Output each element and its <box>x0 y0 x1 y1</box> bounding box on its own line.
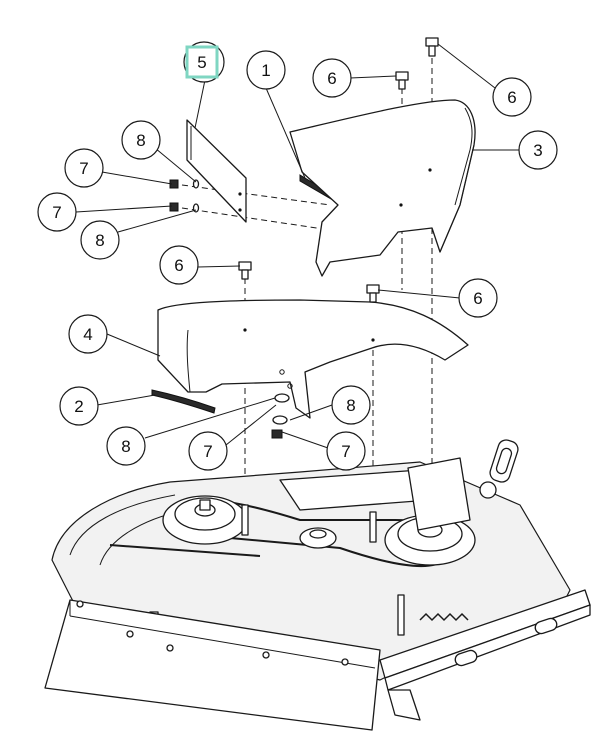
front-rail <box>379 589 591 721</box>
callout-4[interactable]: 4 <box>68 314 108 354</box>
svg-text:6: 6 <box>327 69 336 88</box>
rear-guard <box>44 599 381 731</box>
left-pulley <box>162 495 248 545</box>
callout-6-mid-right[interactable]: 6 <box>458 278 498 318</box>
svg-text:6: 6 <box>174 256 183 275</box>
right-pulley <box>384 514 476 566</box>
svg-text:8: 8 <box>346 396 355 415</box>
lift-bracket <box>407 439 519 531</box>
idler-pulley <box>299 527 337 549</box>
bolt-6-mid-left <box>238 261 252 280</box>
callout-7-lower-left[interactable]: 7 <box>188 431 228 471</box>
svg-text:8: 8 <box>121 437 130 456</box>
leader-lines <box>75 43 520 449</box>
svg-text:4: 4 <box>83 325 92 344</box>
callout-3[interactable]: 3 <box>518 130 558 170</box>
bolt-6-mid-right <box>366 284 380 303</box>
svg-text:2: 2 <box>74 397 83 416</box>
svg-text:7: 7 <box>52 203 61 222</box>
svg-text:8: 8 <box>136 131 145 150</box>
callout-7-lower-right[interactable]: 7 <box>326 431 366 471</box>
bolt-6-top-right <box>425 37 439 57</box>
svg-text:6: 6 <box>507 88 516 107</box>
callout-7-upper-a[interactable]: 7 <box>64 148 104 188</box>
callout-6-top[interactable]: 6 <box>312 58 352 98</box>
callout-6-mid-left[interactable]: 6 <box>159 245 199 285</box>
bolt-6-top <box>395 71 409 90</box>
callout-8-upper[interactable]: 8 <box>121 120 161 160</box>
callout-8-lower-right[interactable]: 8 <box>331 385 371 425</box>
callout-5[interactable]: 5 <box>183 41 225 83</box>
svg-text:7: 7 <box>341 442 350 461</box>
part-5-plate <box>186 119 247 223</box>
svg-text:6: 6 <box>473 289 482 308</box>
svg-text:5: 5 <box>197 53 206 72</box>
svg-text:1: 1 <box>261 61 270 80</box>
callout-8-lower-left[interactable]: 8 <box>106 426 146 466</box>
callout-6-top-right[interactable]: 6 <box>492 77 532 117</box>
svg-text:7: 7 <box>203 442 212 461</box>
callout-2[interactable]: 2 <box>59 386 99 426</box>
part-4-lower-cover <box>157 299 469 419</box>
svg-text:8: 8 <box>95 231 104 250</box>
mower-deck-assembly <box>44 439 591 731</box>
part-3-upper-cover <box>289 99 476 277</box>
hardware <box>169 37 439 439</box>
svg-text:7: 7 <box>79 159 88 178</box>
part-2-strip <box>151 389 216 414</box>
callout-8-upper-b[interactable]: 8 <box>80 220 120 260</box>
callout-7-upper-b[interactable]: 7 <box>37 192 77 232</box>
svg-text:3: 3 <box>533 141 542 160</box>
callout-1[interactable]: 1 <box>246 50 286 90</box>
